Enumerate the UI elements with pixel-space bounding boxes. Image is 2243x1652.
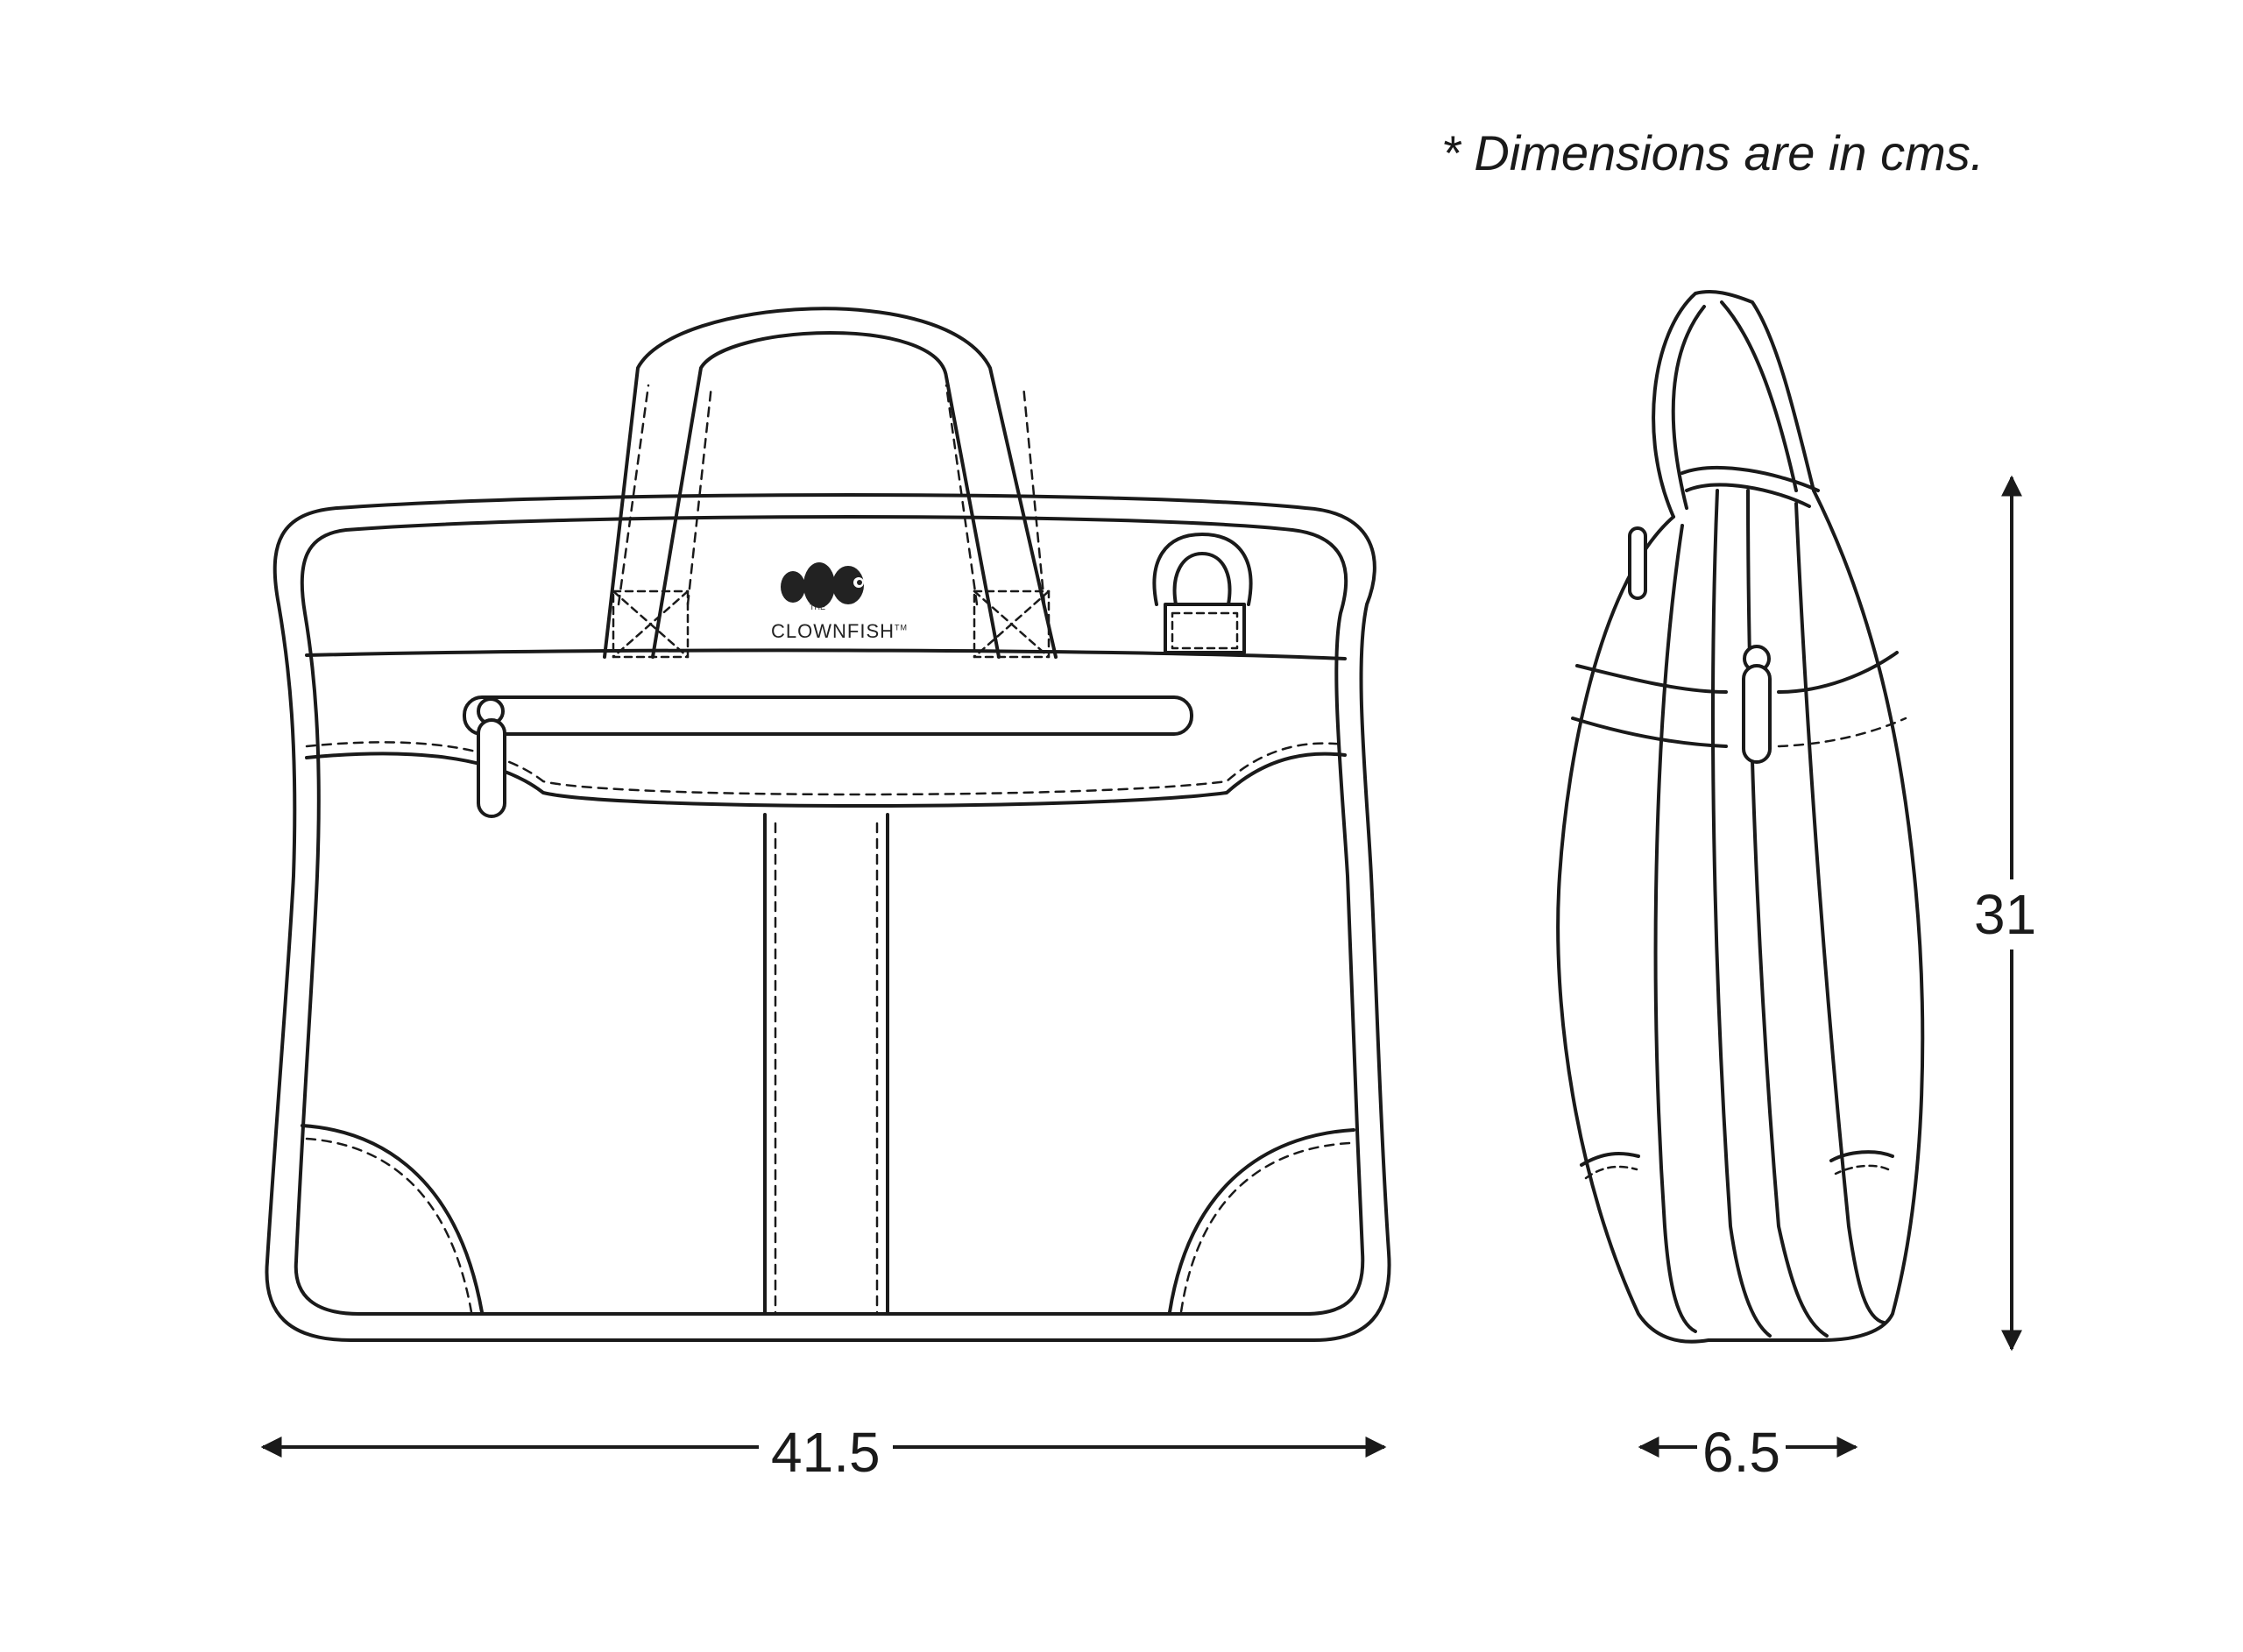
corner-patch-right	[1168, 1128, 1355, 1314]
bag-body-inner	[294, 515, 1365, 1316]
handle-x-stitch-right	[973, 589, 1051, 659]
brand-small-text: THE	[810, 603, 825, 611]
side-zipper-pull	[1742, 645, 1772, 764]
height-label: 31	[1974, 879, 2037, 950]
d-ring	[1152, 533, 1253, 654]
width-label: 41.5	[759, 1424, 893, 1480]
handle-inner	[651, 331, 1001, 659]
pocket-line	[305, 752, 1347, 808]
brand-name: CLOWNFISHTM	[771, 620, 908, 643]
side-handle	[1652, 290, 1815, 519]
side-body-outline	[1556, 489, 1925, 1344]
front-view	[265, 307, 1391, 1342]
bag-body-outer	[265, 493, 1391, 1342]
handle-x-stitch-left	[612, 589, 690, 659]
handle-outer	[603, 307, 1058, 659]
side-view	[1556, 290, 1925, 1344]
dimensions-note: * Dimensions are in cms.	[1441, 125, 1985, 180]
top-band-line	[305, 648, 1347, 660]
side-tab	[1628, 526, 1647, 600]
brand-name-text: CLOWNFISH	[771, 620, 895, 642]
front-zipper-track	[463, 695, 1193, 736]
corner-patch-left	[301, 1124, 484, 1314]
clownfish-logo-icon	[781, 562, 864, 608]
side-zipper-cap	[1680, 465, 1820, 492]
front-zipper-pull	[477, 697, 506, 818]
brand-trademark: TM	[895, 623, 908, 632]
depth-label: 6.5	[1697, 1424, 1786, 1480]
